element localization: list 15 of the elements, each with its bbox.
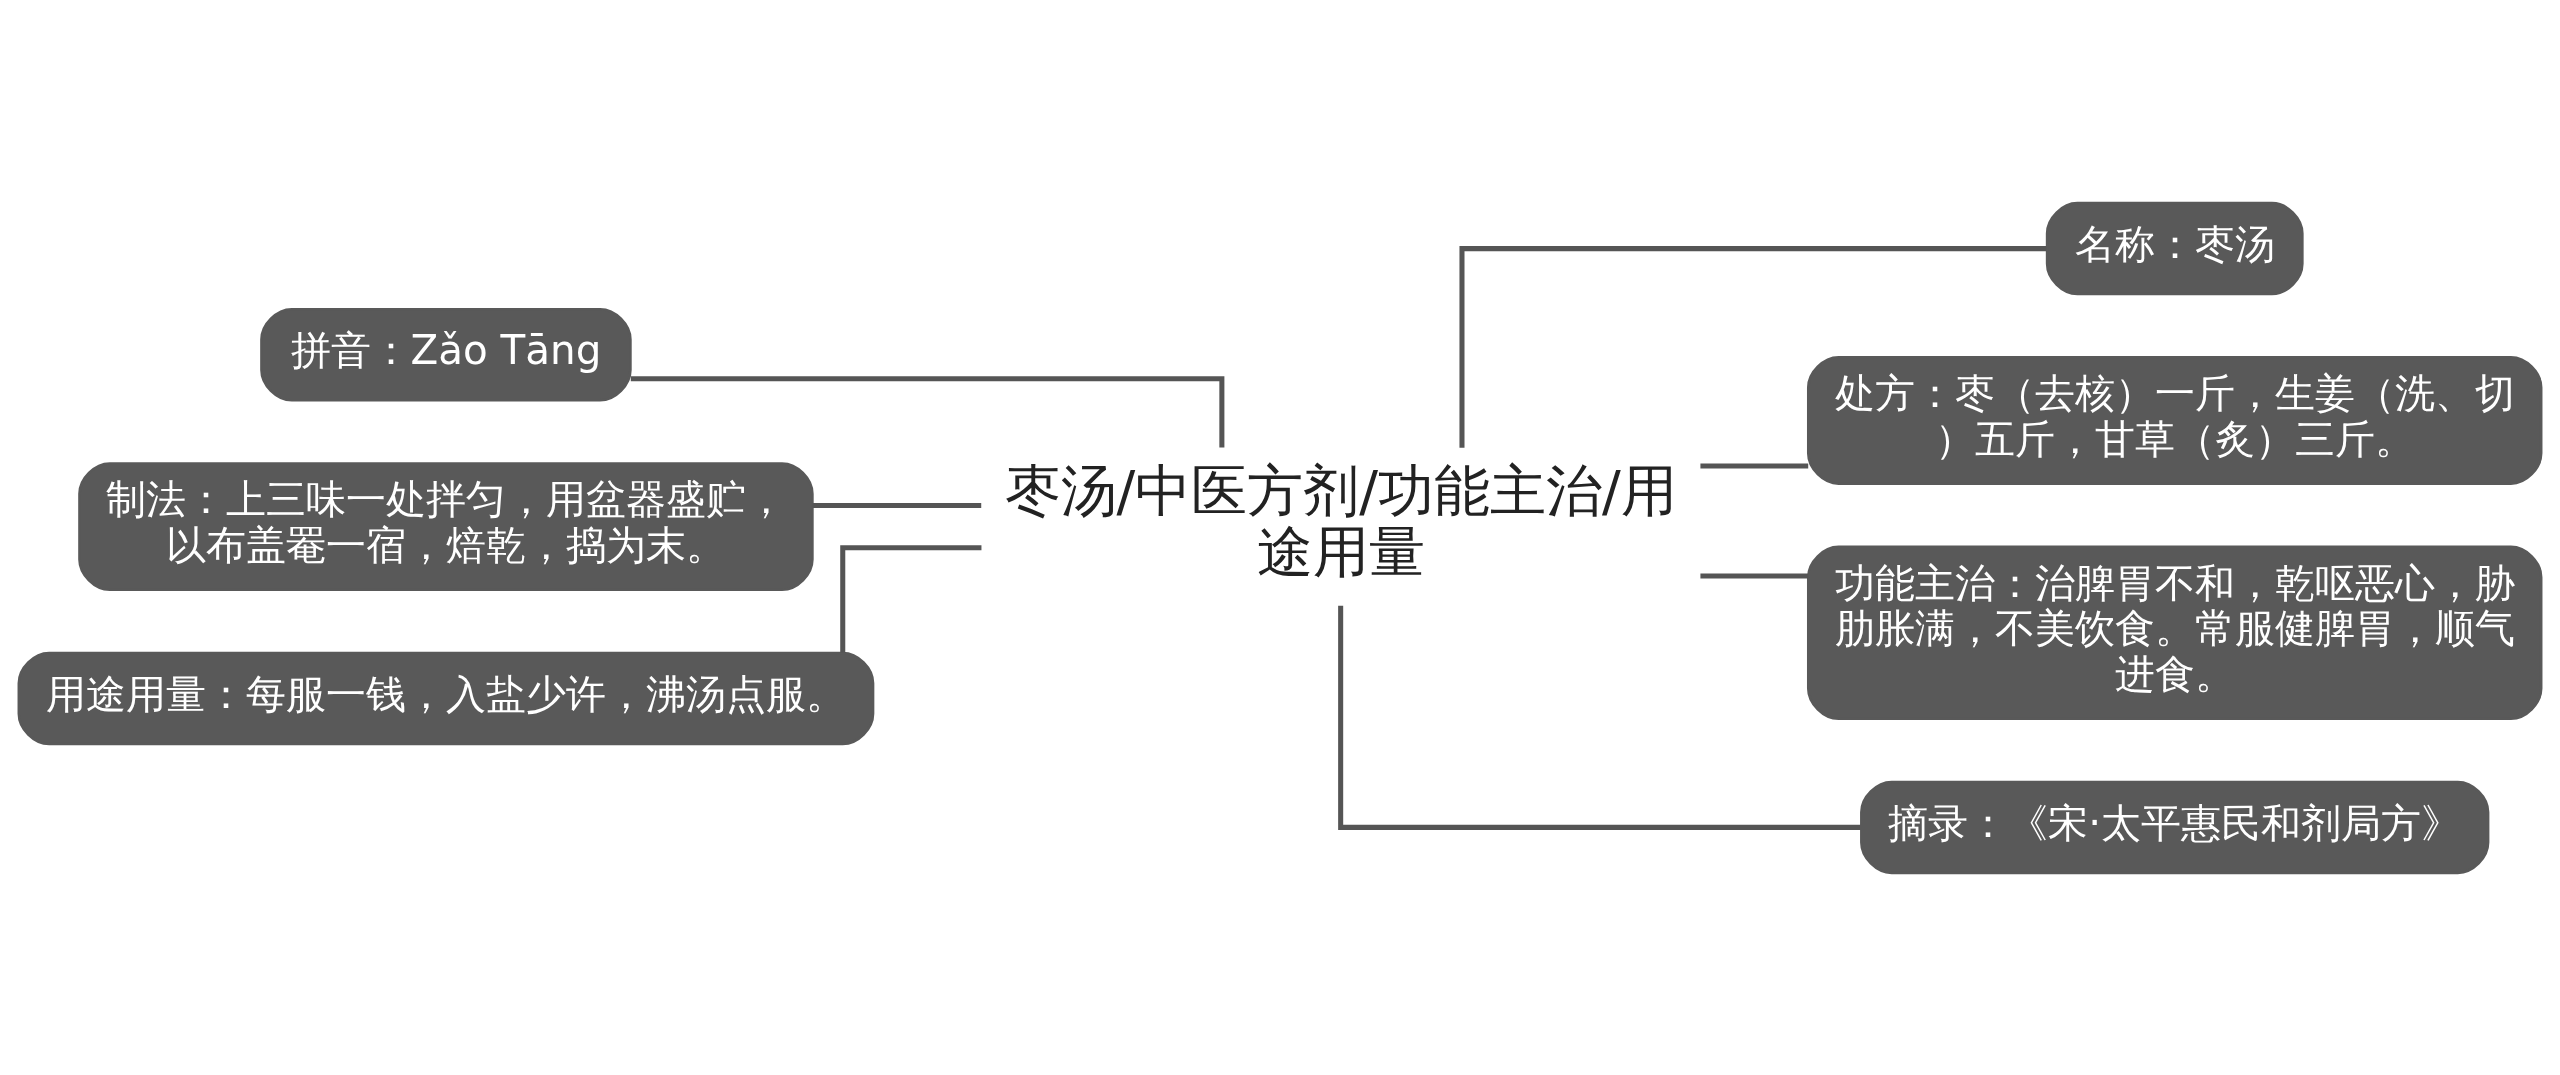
connector [812,502,982,508]
connector [1700,462,1809,468]
node-text: 枣汤/中医方剂/功能主治/用途用量 [1004,457,1677,584]
connector [630,375,1225,447]
node-box: 功能主治：治脾胃不和，乾呕恶心，胁肋胀满，不美饮食。常服健脾胃，顺气进食。 [1806,545,2543,720]
connector [1700,572,1809,578]
connector [1338,605,1861,830]
node-box: 名称：枣汤 [2045,201,2304,295]
node-box: 摘录：《宋·太平惠民和剂局方》 [1860,780,2490,874]
connector [840,544,982,652]
node-box: 处方：枣（去核）一斤，生姜（洗、切）五斤，甘草（炙）三斤。 [1806,355,2543,485]
connector [1459,245,2047,448]
node-box: 拼音：Zǎo Tāng [260,307,632,401]
node-box: 用途用量：每服一钱，入盐少许，沸汤点服。 [17,651,875,745]
node-box: 制法：上三味一处拌匀，用盆器盛贮，以布盖罨一宿，焙乾，捣为末。 [78,461,814,591]
